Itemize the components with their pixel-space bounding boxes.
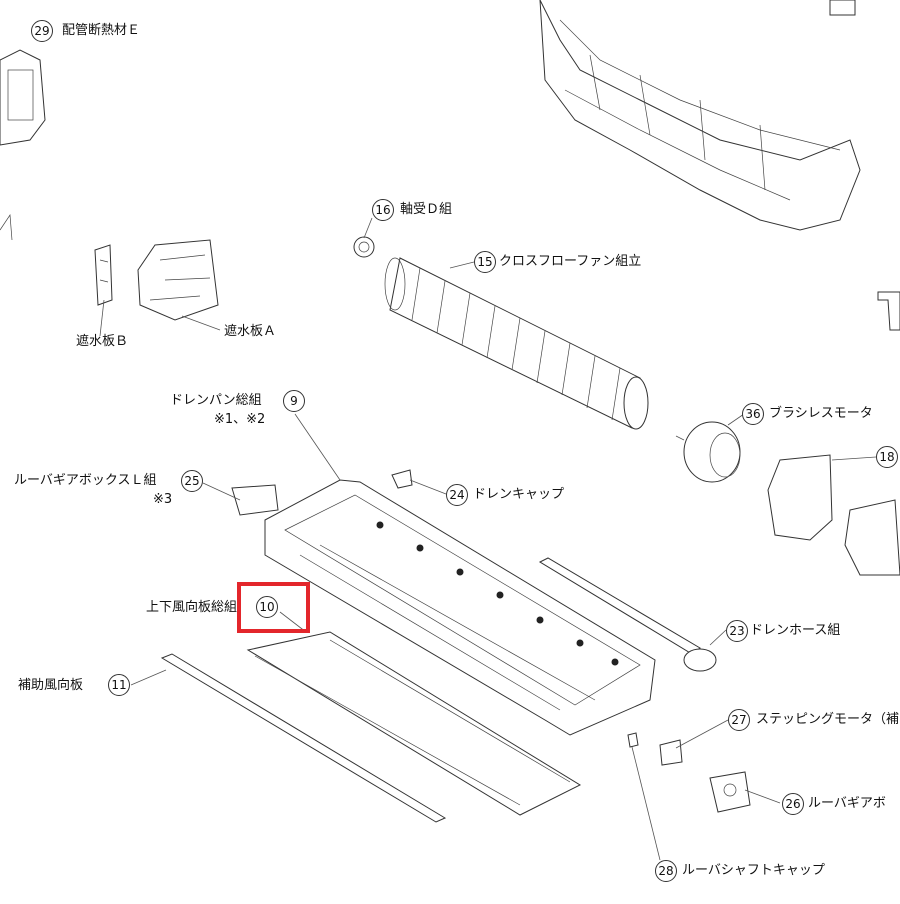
cross-flow-fan-part xyxy=(384,257,649,430)
louver-gearbox-part xyxy=(709,771,751,813)
vertical-louver-part xyxy=(246,631,582,816)
callout-label-27: ステッピングモータ（補 xyxy=(756,712,900,727)
insulation-part xyxy=(0,49,46,146)
callout-number-9[interactable]: 9 xyxy=(283,390,305,412)
callout-number-23[interactable]: 23 xyxy=(726,620,748,642)
callout-label-36: ブラシレスモータ xyxy=(769,406,873,421)
callout-number-36[interactable]: 36 xyxy=(742,403,764,425)
motor-bracket-part xyxy=(767,454,900,576)
chassis-frame-part xyxy=(539,0,861,231)
callout-label-25: ルーバギアボックスＬ組 xyxy=(14,473,157,488)
water-guard-a-part xyxy=(137,239,219,321)
callout-number-11[interactable]: 11 xyxy=(108,674,130,696)
drain-hose-part xyxy=(538,557,717,672)
callout-note-25: ※3 xyxy=(153,492,173,507)
drain-pan-part xyxy=(264,479,656,736)
callout-label-11: 補助風向板 xyxy=(18,678,84,693)
louver-shaft-cap-part xyxy=(627,732,639,748)
callout-number-26[interactable]: 26 xyxy=(782,793,804,815)
callout-label-9: ドレンパン総組 xyxy=(170,393,262,408)
callout-number-27[interactable]: 27 xyxy=(728,709,750,731)
callout-number-18[interactable]: 18 xyxy=(876,446,898,468)
callout-number-15[interactable]: 15 xyxy=(474,251,496,273)
leader-lines xyxy=(99,217,877,861)
water-guard-b-part xyxy=(94,244,113,306)
callout-label-10: 上下風向板総組 xyxy=(146,600,238,615)
drain-cap-part xyxy=(391,469,413,489)
stepping-motor-part xyxy=(659,739,683,766)
bracket-fragment xyxy=(0,213,13,241)
callout-number-25[interactable]: 25 xyxy=(181,470,203,492)
louver-gearbox-l-part xyxy=(231,484,279,516)
callout-label-16: 軸受Ｄ組 xyxy=(400,202,453,217)
auxiliary-louver-part xyxy=(160,653,447,823)
bearing-part xyxy=(353,236,375,258)
callout-note-9: ※1、※2 xyxy=(214,412,266,427)
callout-label-26: ルーバギアボ xyxy=(808,796,886,811)
callout-label-28: ルーバシャフトキャップ xyxy=(682,863,825,878)
callout-number-10[interactable]: 10 xyxy=(256,596,278,618)
callout-number-24[interactable]: 24 xyxy=(446,484,468,506)
selected-callout-highlight xyxy=(237,582,310,633)
callout-label-24: ドレンキャップ xyxy=(473,487,565,502)
callout-number-16[interactable]: 16 xyxy=(372,199,394,221)
callout-label-water-guard-a: 遮水板Ａ xyxy=(224,324,277,339)
callout-label-15: クロスフローファン組立 xyxy=(499,254,642,269)
brushless-motor-part xyxy=(675,421,741,483)
callout-label-23: ドレンホース組 xyxy=(750,623,841,638)
edge-part-fragment xyxy=(877,291,900,331)
callout-number-28[interactable]: 28 xyxy=(655,860,677,882)
callout-number-29[interactable]: 29 xyxy=(31,20,53,42)
callout-label-water-guard-b: 遮水板Ｂ xyxy=(76,334,129,349)
callout-label-29: 配管断熱材Ｅ xyxy=(62,23,141,38)
